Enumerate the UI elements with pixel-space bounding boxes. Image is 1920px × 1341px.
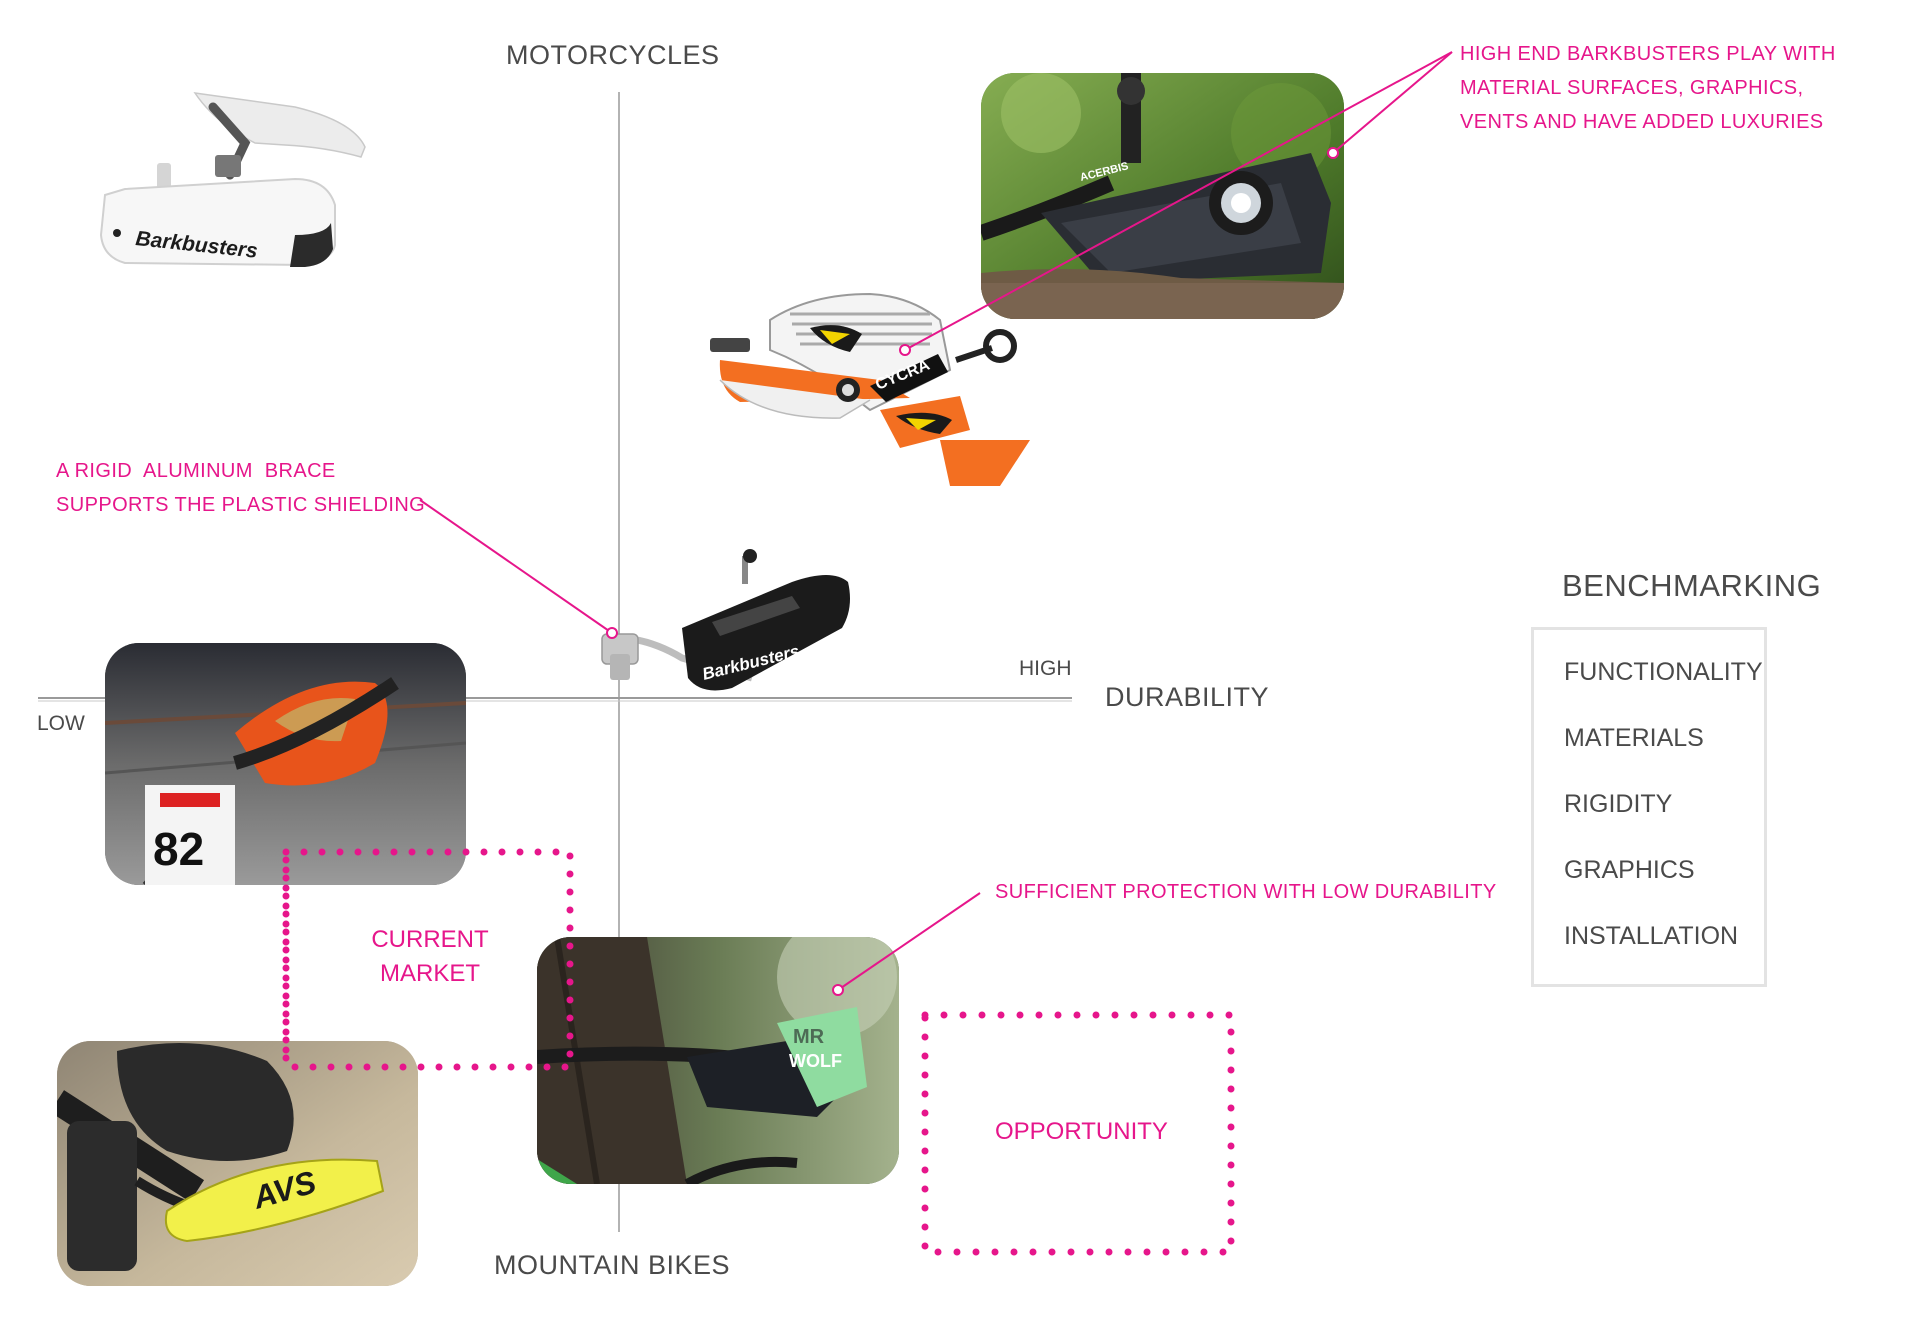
benchmark-item-installation: INSTALLATION <box>1564 922 1739 950</box>
axis-label-durability: DURABILITY <box>1105 682 1270 712</box>
axis-label-high: HIGH <box>1019 657 1072 680</box>
mr-wolf-logo-line2: WOLF <box>789 1051 842 1071</box>
label-opportunity: OPPORTUNITY <box>995 1118 1168 1145</box>
acerbis-photo: ACERBIS <box>981 73 1344 319</box>
race-number: 82 <box>153 823 204 875</box>
orange-handguard-photo: 82 <box>105 643 466 885</box>
mr-wolf-logo-line1: MR <box>793 1026 825 1048</box>
benchmark-item-graphics: GRAPHICS <box>1564 856 1695 884</box>
annotation-aluminum-brace: A RIGID ALUMINUM BRACE SUPPORTS THE PLAS… <box>56 460 426 516</box>
mr-wolf-photo: MR WOLF <box>537 937 899 1184</box>
annotation-high-end: HIGH END BARKBUSTERS PLAY WITH MATERIAL … <box>1460 43 1836 133</box>
label-current-market: CURRENT MARKET <box>371 926 489 987</box>
benchmarking-list: FUNCTIONALITY MATERIALS RIGIDITY GRAPHIC… <box>1531 627 1767 987</box>
cycra-handguard: CYCRA <box>710 292 1030 486</box>
axis-label-motorcycles: MOTORCYCLES <box>506 40 720 70</box>
avs-photo: AVS <box>57 1041 418 1286</box>
benchmark-item-functionality: FUNCTIONALITY <box>1564 658 1763 686</box>
axis-label-low: LOW <box>37 712 85 735</box>
axis-label-mountain-bikes: MOUNTAIN BIKES <box>494 1250 731 1280</box>
benchmark-item-rigidity: RIGIDITY <box>1564 790 1673 818</box>
annotation-sufficient-protection: SUFFICIENT PROTECTION WITH LOW DURABILIT… <box>995 881 1497 903</box>
barkbusters-black-handguard: Barkbusters <box>601 549 850 691</box>
benchmarking-title: BENCHMARKING <box>1562 568 1822 603</box>
barkbusters-white-handguard: Barkbusters <box>99 92 366 267</box>
benchmark-item-materials: MATERIALS <box>1564 724 1704 752</box>
